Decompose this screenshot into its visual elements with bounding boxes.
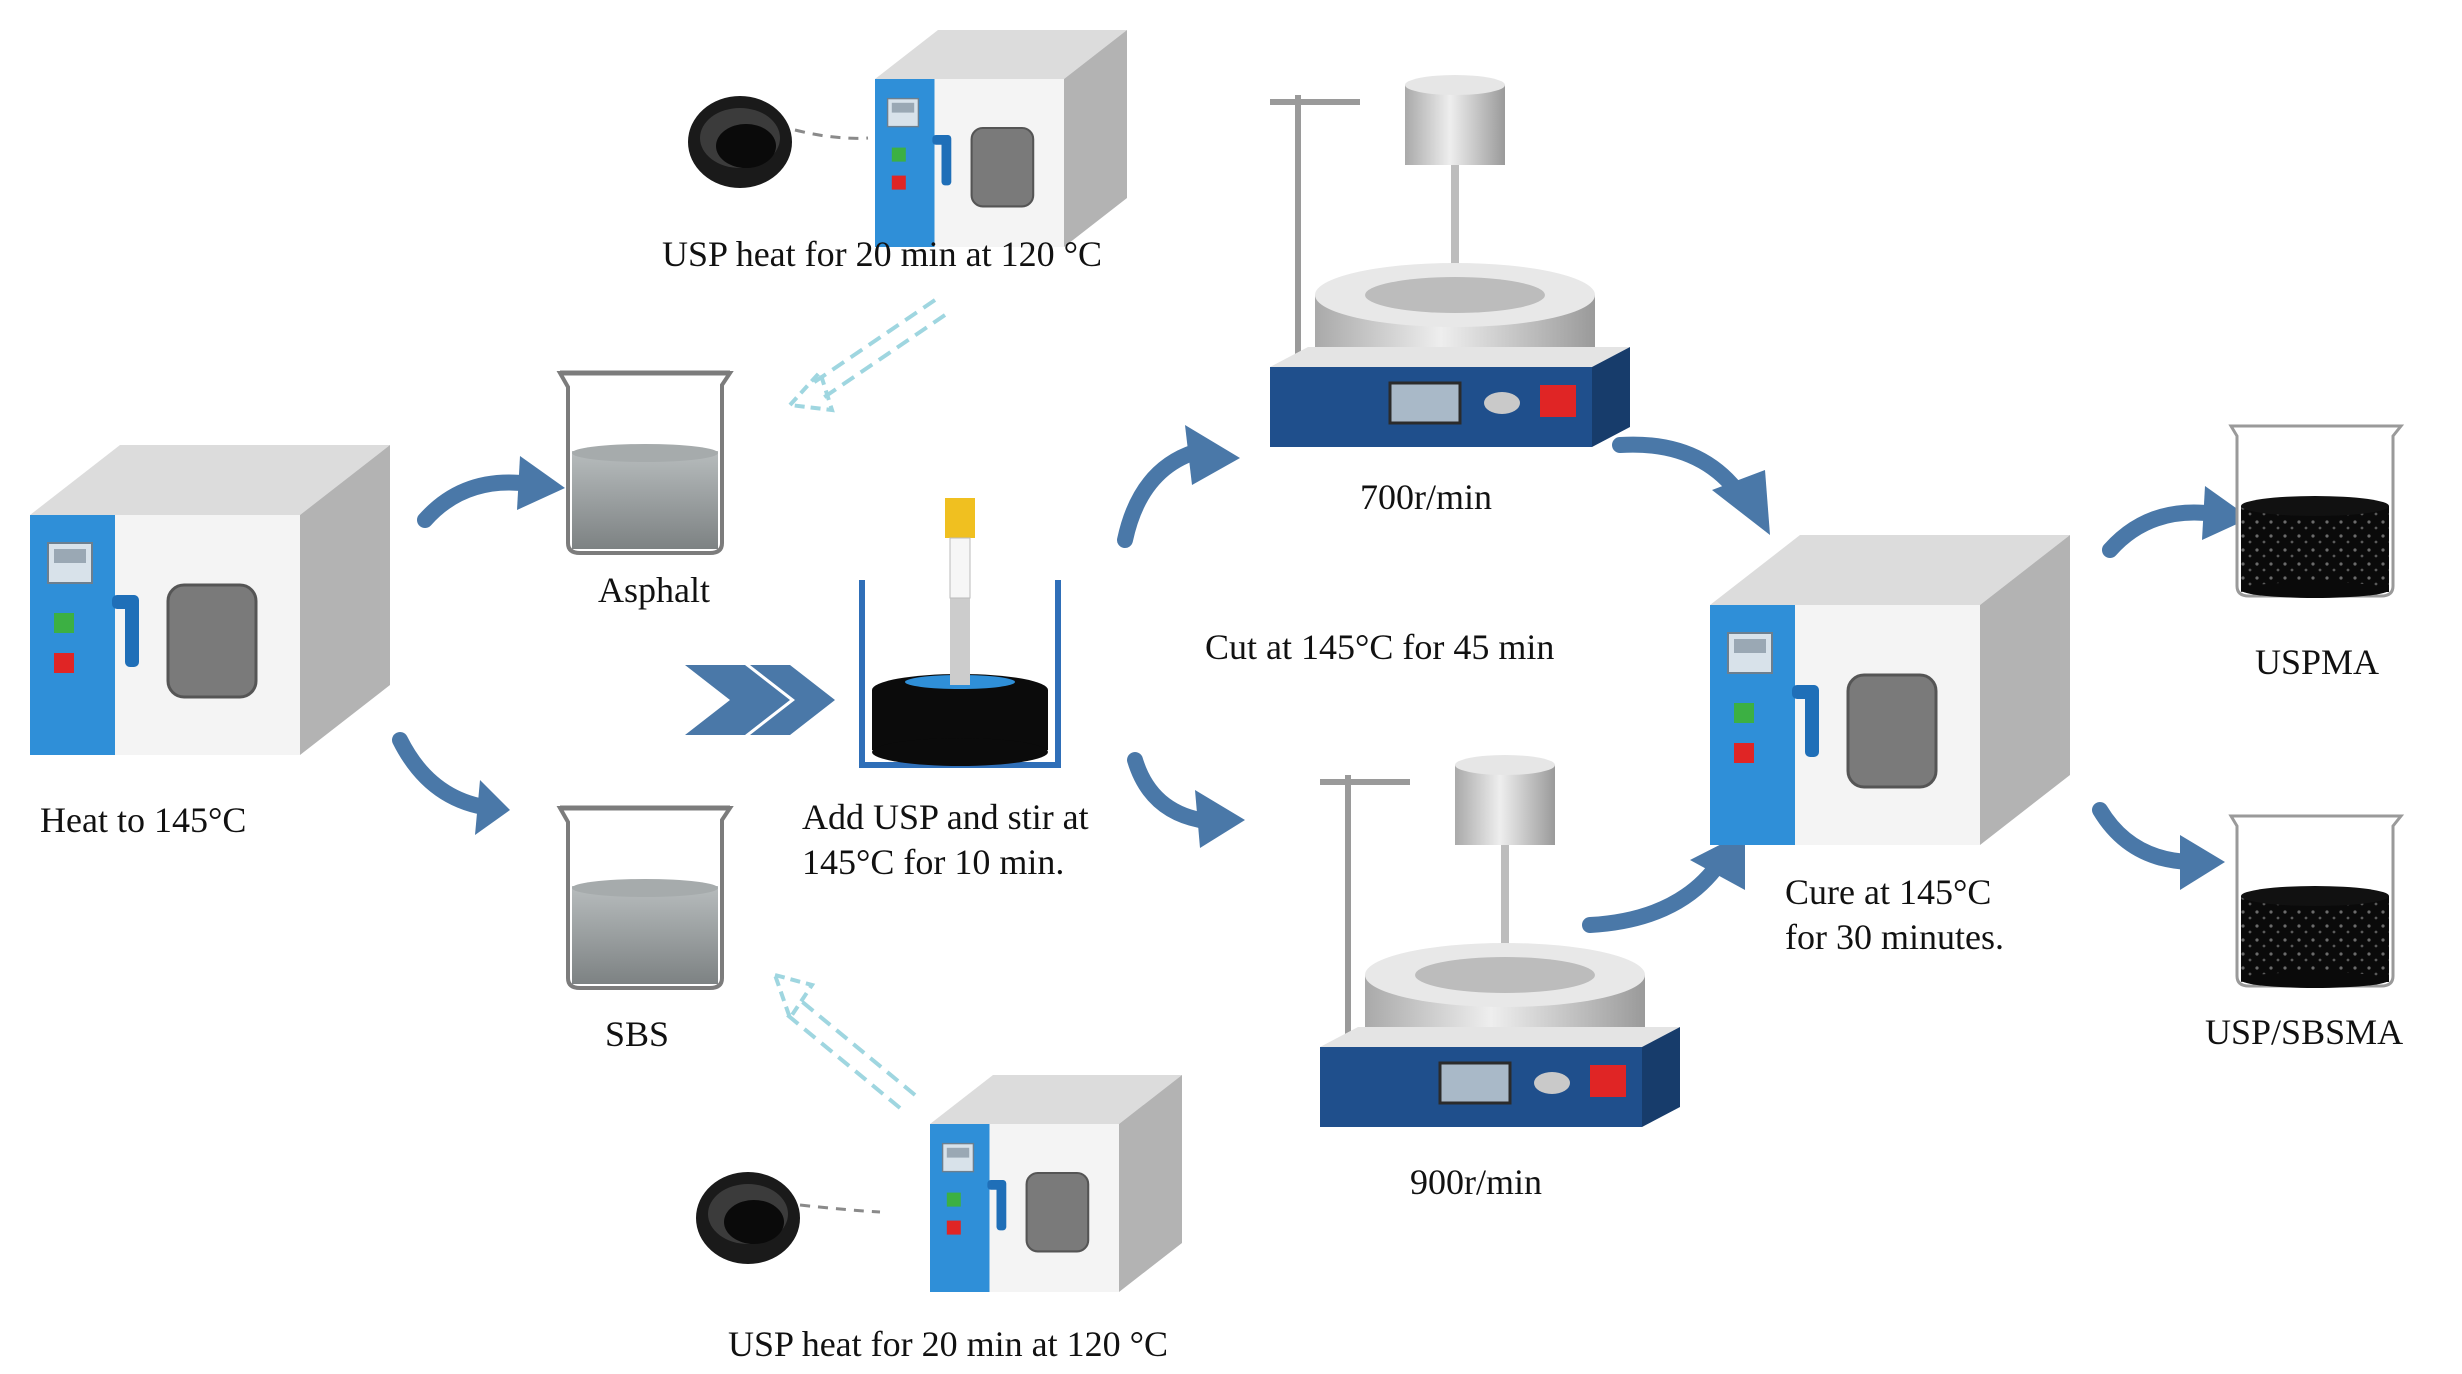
label-usp-sbsma: USP/SBSMA	[2205, 1012, 2404, 1052]
arrow-to-uspma	[2110, 486, 2250, 550]
arrow-oven-to-sbs	[392, 732, 510, 835]
dashed-arrow-top	[785, 298, 947, 413]
oven-top-icon	[873, 28, 1129, 249]
stirrer-700-icon	[1268, 73, 1632, 449]
label-usp-heat-bottom: USP heat for 20 min at 120 °C	[728, 1324, 1169, 1364]
dish-bottom-icon	[696, 1172, 800, 1264]
dashed-arrow-bottom	[771, 972, 917, 1110]
stirrer-900-icon	[1318, 753, 1682, 1129]
arrow-oven-to-asphalt	[425, 456, 565, 520]
beaker-sbs-icon	[560, 808, 730, 988]
beaker-uspma-icon	[2229, 424, 2403, 600]
oven-large-icon	[28, 443, 392, 757]
beaker-usp-sbsma-icon	[2229, 814, 2403, 990]
label-cure-line2: for 30 minutes.	[1785, 917, 2004, 957]
label-cut: Cut at 145°C for 45 min	[1205, 627, 1555, 667]
label-add-usp-line1: Add USP and stir at	[802, 797, 1089, 837]
label-uspma: USPMA	[2255, 642, 2380, 682]
arrow-to-700-stirrer	[1117, 425, 1240, 548]
label-add-usp: Add USP and stir at 145°C for 10 min.	[802, 795, 1162, 885]
arrow-to-usp-sbsma	[2092, 802, 2225, 890]
label-asphalt: Asphalt	[598, 570, 710, 610]
arrow-900-to-cure	[1582, 832, 1745, 933]
label-speed-700: 700r/min	[1360, 477, 1492, 517]
label-usp-heat-top: USP heat for 20 min at 120 °C	[662, 234, 1103, 274]
label-cure-line1: Cure at 145°C	[1785, 872, 1992, 912]
dashed-connector-top	[794, 128, 869, 140]
oven-bottom-icon	[928, 1073, 1184, 1294]
label-speed-900: 900r/min	[1410, 1162, 1542, 1202]
label-add-usp-line2: 145°C for 10 min.	[802, 842, 1065, 882]
dashed-connector-bottom	[799, 1203, 881, 1214]
label-heat-to-145: Heat to 145°C	[40, 800, 247, 840]
label-sbs: SBS	[605, 1014, 670, 1054]
mixer-tank-icon	[859, 498, 1061, 768]
dish-top-icon	[688, 96, 792, 188]
double-chevron-arrow	[685, 665, 835, 735]
oven-cure-icon	[1708, 533, 2072, 847]
label-cure: Cure at 145°C for 30 minutes.	[1785, 870, 2105, 960]
beaker-asphalt-icon	[560, 373, 730, 553]
arrow-to-900-stirrer	[1127, 752, 1245, 848]
arrow-700-to-cure	[1612, 436, 1770, 535]
